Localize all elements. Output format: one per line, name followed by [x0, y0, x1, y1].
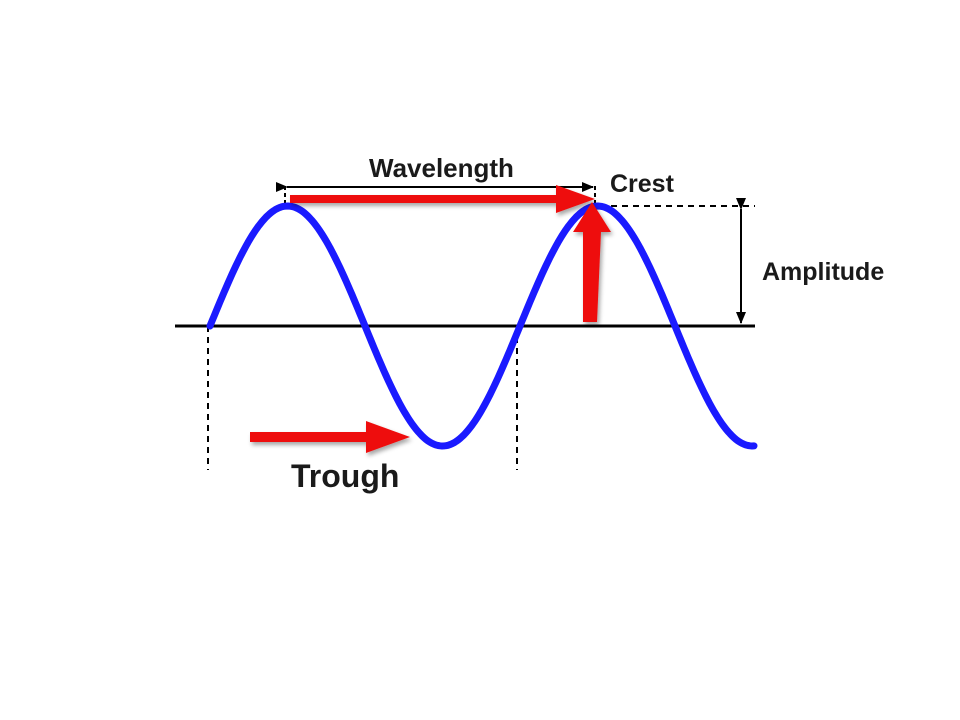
sine-wave: [206, 202, 758, 450]
amplitude-label: Amplitude: [762, 258, 885, 286]
crest-label: Crest: [610, 170, 674, 198]
wavelength-label: Wavelength: [369, 153, 514, 183]
trough-pointer-arrow: [250, 421, 410, 453]
crest-pointer-arrow: [573, 202, 611, 322]
wavelength-pointer-arrow: [290, 185, 595, 213]
trough-label: Trough: [291, 458, 400, 494]
